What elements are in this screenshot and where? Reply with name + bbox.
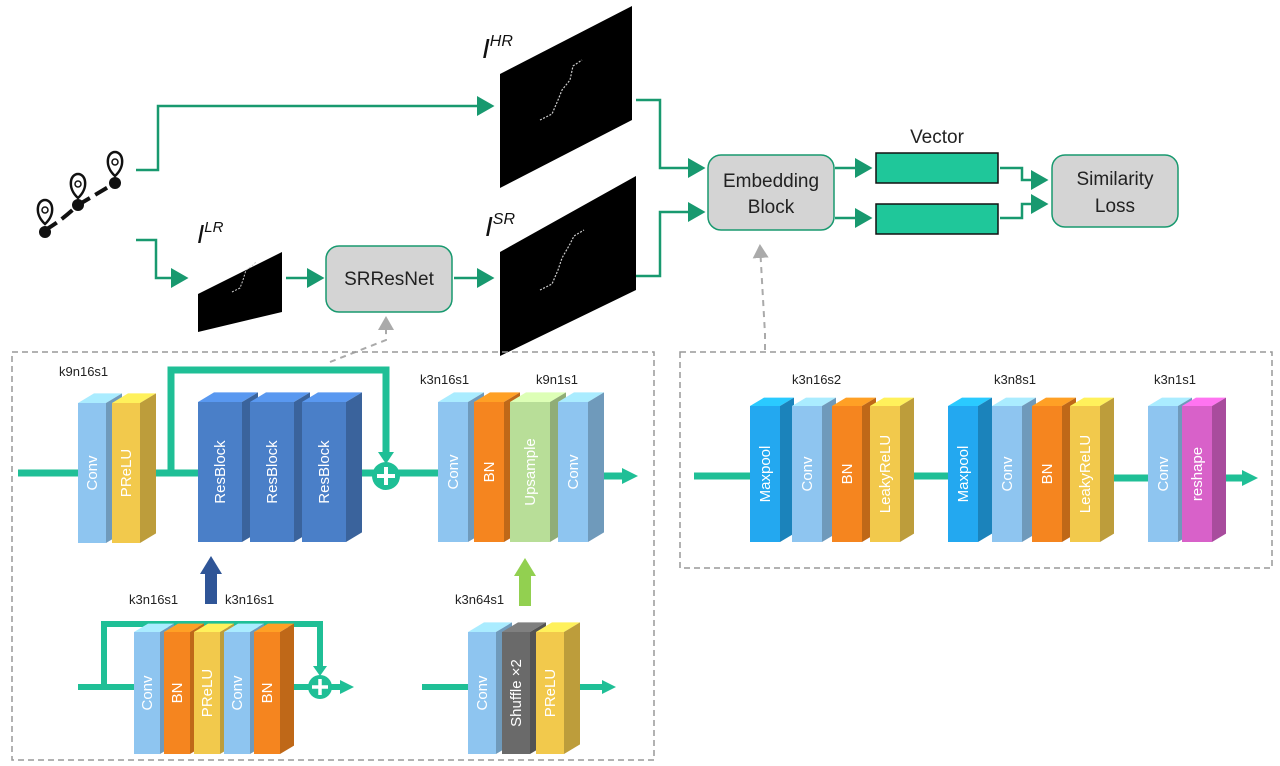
similarity-loss-box (1051, 154, 1179, 228)
embed-layer-conv-label: Conv (1155, 456, 1172, 492)
embed-layer-reshape-label: reshape (1189, 447, 1206, 501)
srres-layer-resblock-label: ResBlock (212, 440, 229, 504)
embedding-label-1: Embedding (723, 171, 819, 192)
srres-layer-resblock: ResBlock (198, 392, 258, 542)
srres-layer-conv-label: Conv (565, 454, 582, 490)
embed-layer-leakyrelu: LeakyReLU (870, 397, 914, 542)
embedding-box (707, 154, 835, 231)
sr-label: ISR (485, 211, 515, 242)
trajectory-icon (36, 150, 124, 238)
flow-vec2-to-loss (1000, 194, 1049, 220)
embedding-label-2: Block (748, 197, 795, 218)
flow-to-lr (136, 238, 189, 288)
upsample-layer-shuffle-label: Shuffle ×2 (508, 659, 525, 727)
hr-label: IHR (482, 33, 513, 64)
srres-layer-prelu: PReLU (112, 393, 156, 543)
lr-image (198, 252, 282, 332)
embed-layer-conv: Conv (992, 397, 1036, 542)
vector-2 (875, 203, 999, 235)
embed-layer-bn: BN (832, 397, 876, 542)
embedding-detail-connector (752, 244, 769, 350)
embed-layer-conv: Conv (792, 397, 836, 542)
resblock-arrow (205, 572, 217, 604)
flow-sr-to-embed (636, 202, 706, 278)
resblock-layer-bn: BN (254, 623, 294, 754)
resblock-layer-conv-label: Conv (139, 675, 156, 711)
embed-layer-conv-label: Conv (999, 456, 1016, 492)
embed-layer-leakyrelu-label: LeakyReLU (1077, 435, 1094, 513)
vector-label: Vector (910, 127, 965, 148)
embed-layer-maxpool-label: Maxpool (955, 446, 972, 503)
k-label-embed-2: k3n8s1 (994, 372, 1036, 387)
srresnet-box (325, 245, 453, 313)
resblock-layer-conv-label: Conv (229, 675, 246, 711)
embed-layer-conv-label: Conv (799, 456, 816, 492)
upsample-layer-conv-label: Conv (474, 675, 491, 711)
srres-layer-conv: Conv (558, 392, 604, 542)
embed-layer-maxpool: Maxpool (948, 397, 992, 542)
resblock-layer-bn-label: BN (259, 683, 276, 704)
embed-layer-leakyrelu: LeakyReLU (1070, 397, 1114, 542)
upsample-arrow (519, 574, 531, 606)
loss-label-2: Loss (1095, 196, 1135, 217)
resblock-layer-bn-label: BN (169, 683, 186, 704)
k-label-resblock-right: k3n16s1 (225, 592, 274, 607)
embedding-detail-frame (679, 351, 1273, 569)
srres-layer-resblock: ResBlock (250, 392, 310, 542)
embed-layer-maxpool: Maxpool (750, 397, 794, 542)
resblock-layer-prelu-label: PReLU (199, 669, 216, 717)
srres-layer-conv-label: Conv (84, 455, 101, 491)
srres-layer-bn-label: BN (481, 462, 498, 483)
srres-layer-resblock: ResBlock (302, 392, 362, 542)
srres-layer-resblock-label: ResBlock (316, 440, 333, 504)
embed-layer-bn-label: BN (839, 464, 856, 485)
upsample-layer-prelu: PReLU (536, 622, 580, 754)
srres-skip (167, 366, 390, 473)
srres-layer-conv-label: Conv (445, 454, 462, 490)
k-label-srres-1: k9n16s1 (59, 364, 108, 379)
embed-layer-bn-label: BN (1039, 464, 1056, 485)
embed-layer-leakyrelu-label: LeakyReLU (877, 435, 894, 513)
flow-hr-to-embed (636, 98, 706, 178)
srresnet-detail-connector (329, 316, 394, 363)
srres-layer-prelu-label: PReLU (118, 449, 135, 497)
vector-1 (875, 152, 999, 184)
srresnet-label: SRResNet (344, 269, 434, 290)
k-label-resblock-left: k3n16s1 (129, 592, 178, 607)
srresnet-detail-frame (11, 351, 655, 761)
flow-vec1-to-loss (1000, 166, 1049, 190)
embed-layer-maxpool-label: Maxpool (757, 446, 774, 503)
hr-image (500, 6, 632, 188)
loss-label-1: Similarity (1076, 169, 1154, 190)
flow-to-hr (136, 96, 495, 172)
k-label-embed-3: k3n1s1 (1154, 372, 1196, 387)
upsample-layer-prelu-label: PReLU (542, 669, 559, 717)
k-label-embed-1: k3n16s2 (792, 372, 841, 387)
srres-layer-upsample: Upsample (510, 392, 566, 542)
lr-label: ILR (197, 219, 224, 249)
sr-image (500, 176, 636, 356)
srres-layer-resblock-label: ResBlock (264, 440, 281, 504)
k-label-upsample: k3n64s1 (455, 592, 504, 607)
k-label-srres-3: k9n1s1 (536, 372, 578, 387)
embed-layer-bn: BN (1032, 397, 1076, 542)
srres-layer-upsample-label: Upsample (522, 438, 539, 506)
embed-layer-reshape: reshape (1182, 397, 1226, 542)
k-label-srres-2: k3n16s1 (420, 372, 469, 387)
